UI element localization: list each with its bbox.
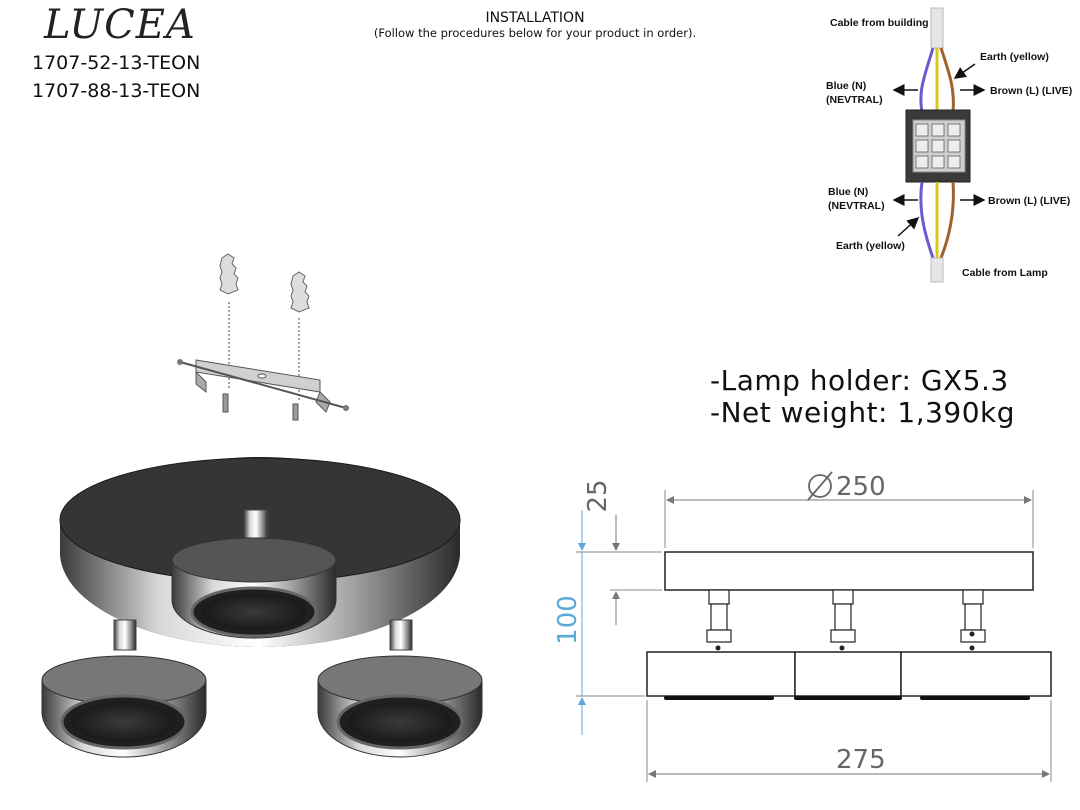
label-blue-top-2: (NEVTRAL) [826, 94, 883, 106]
diameter-symbol [807, 471, 833, 501]
brand-logo: LUCEA [44, 2, 196, 48]
label-blue-bottom-1: Blue (N) [828, 186, 868, 198]
mounting-bracket-illustration [177, 253, 349, 421]
label-cable-from-lamp: Cable from Lamp [962, 267, 1048, 279]
label-cable-from-building: Cable from building [830, 17, 929, 29]
label-earth-top: Earth (yellow) [980, 51, 1049, 63]
dimension-25: 25 [583, 479, 613, 512]
dimension-100: 100 [553, 595, 583, 645]
dimension-drawing: 250 275 25 100 [553, 471, 1052, 782]
wiring-diagram: Cable from building Earth (yellow) Blue … [826, 7, 1072, 283]
product-code-2: 1707-88-13-TEON [32, 80, 201, 102]
spec-lamp-holder: -Lamp holder: GX5.3 [710, 364, 1009, 397]
dimension-275: 275 [836, 745, 886, 775]
label-blue-bottom-2: (NEVTRAL) [828, 200, 885, 212]
product-code-1: 1707-52-13-TEON [32, 52, 201, 74]
spec-net-weight: -Net weight: 1,390kg [710, 396, 1016, 429]
installation-title: INSTALLATION [485, 10, 585, 26]
label-blue-top-1: Blue (N) [826, 80, 866, 92]
lamp-illustration [41, 457, 483, 758]
label-brown-bottom: Brown (L) (LIVE) [988, 195, 1070, 207]
dimension-250: 250 [836, 472, 886, 502]
label-earth-bottom: Earth (yellow) [836, 240, 905, 252]
label-brown-top: Brown (L) (LIVE) [990, 85, 1072, 97]
installation-subtitle: (Follow the procedures below for your pr… [373, 26, 697, 40]
